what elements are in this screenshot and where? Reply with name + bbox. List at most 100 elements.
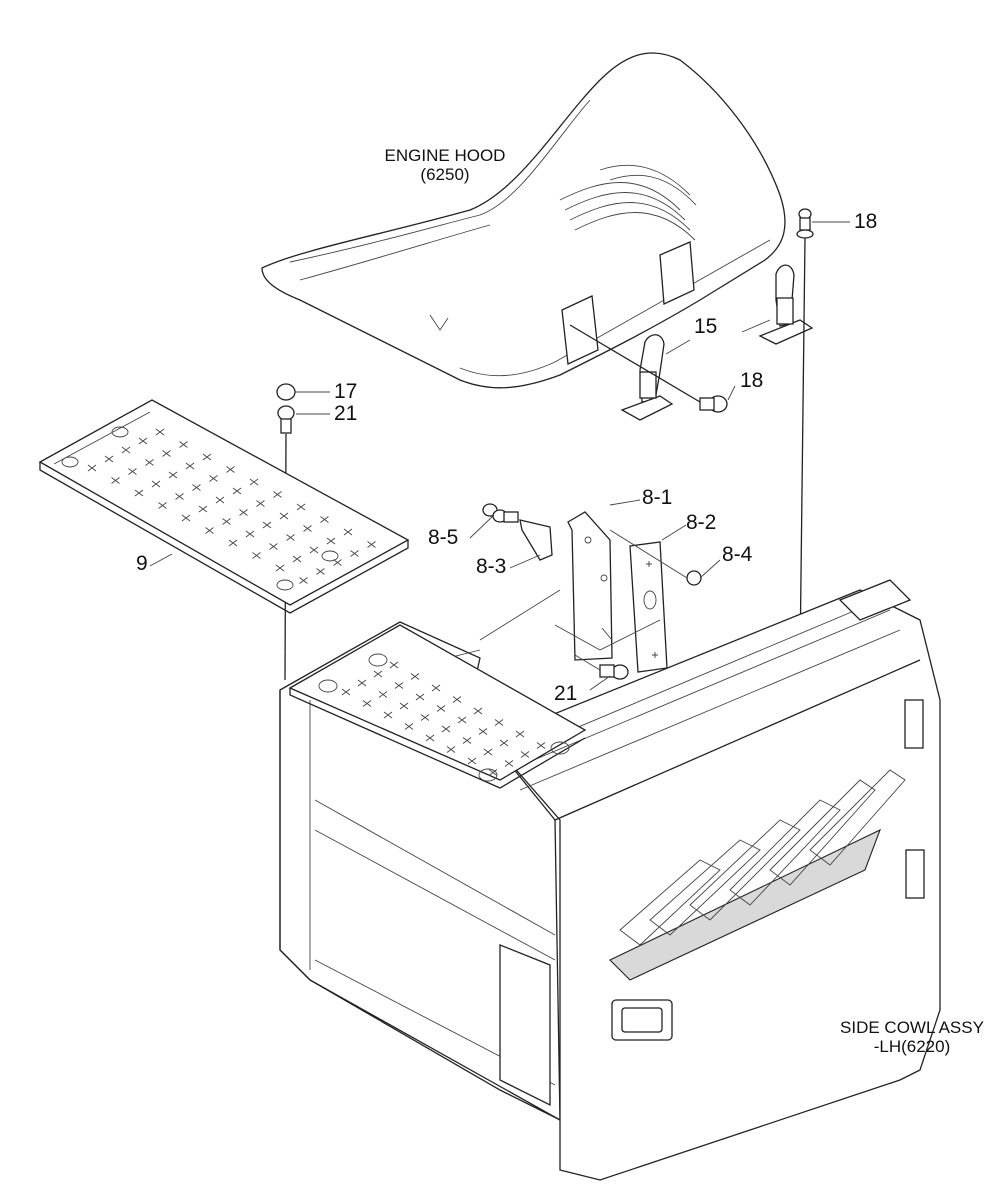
step-plate-hole [121,446,131,454]
step-plate-hole [367,541,376,548]
callout-8-4: 8-4 [722,543,753,566]
bolt-18-right [796,208,814,661]
callout-8-3: 8-3 [476,555,507,578]
engine-hood-code: (6250) [420,165,470,184]
cowl-step-hole [457,716,467,724]
cowl-step-hole [341,688,351,696]
step-plate-hole [326,537,336,545]
cowl-step-hole [473,707,483,715]
cowl-step-hole [389,661,399,669]
engine-hood-title: ENGINE HOOD [384,146,506,165]
step-plate-hole [87,464,97,472]
cowl-step-hole [431,684,441,692]
step-plate-hole [138,437,148,445]
step-plate-hole [181,514,191,522]
plate-8-2 [629,541,668,673]
step-plate-hole [279,512,289,520]
step-plate-hole [262,521,272,529]
bolt-21-bottom [574,654,629,680]
step-plate-hole [226,466,235,473]
side-cowl-title: SIDE COWL ASSY [840,1018,984,1037]
step-plate-hole [128,468,137,475]
step-plate-hole [104,455,114,463]
step-plate-hole [158,502,167,509]
engine-hood-caption: ENGINE HOOD (6250) [360,146,530,184]
callout-17: 17 [334,380,358,403]
step-plate-hole [202,453,212,461]
callout-15: 15 [694,315,718,338]
cowl-step-hole [515,730,525,738]
cowl-step-hole [415,693,425,701]
step-plate-hole [145,459,154,466]
cowl-step-hole [478,728,488,735]
step-plate-hole [292,555,302,563]
cowl-step-hole [378,691,388,698]
step-plate-hole [222,518,231,525]
callout-21-top: 21 [334,402,358,425]
callout-8-2: 8-2 [686,511,717,534]
cowl-step-hole [436,705,446,712]
bolt-8-5 [482,503,519,523]
step-plate-hole [296,503,306,511]
step-plate-hole [275,564,285,572]
cowl-step-hole [399,702,409,710]
step-plate-hole [215,496,225,504]
callout-18-right: 18 [854,210,878,233]
cowl-step-hole [404,723,414,730]
cowl-step-hole [499,739,509,747]
step-plate [38,399,410,614]
step-plate-hole [239,509,248,516]
step-plate-hole [198,505,208,513]
cowl-step-hole [446,746,456,753]
step-plate-hole [192,484,201,491]
callout-9: 9 [136,552,148,575]
cowl-step-hole [441,725,451,733]
step-plate-hole [111,477,120,484]
step-plate-hole [343,528,353,536]
step-plate-hole [245,530,255,538]
step-plate-hole [252,552,261,559]
step-plate-hole [134,489,144,497]
step-plate-hole [303,525,312,532]
clip-8-3 [519,519,553,561]
bolt-18-mid [569,324,728,413]
step-plate-hole [168,471,178,479]
step-plate-hole [205,527,214,534]
step-plate-hole [309,546,319,554]
cowl-step-hole [462,737,472,744]
step-plate-hole [269,543,278,550]
step-plate-hole [320,516,329,523]
latch-right [758,264,814,345]
cowl-step-hole [536,742,546,749]
step-plate-hole [151,480,161,488]
step-plate-hole [232,487,242,495]
step-plate-hole [299,577,308,584]
bracket-8-1 [567,511,613,661]
cowl-step-hole [483,748,493,756]
engine-hood [261,52,786,389]
step-plate-hole [333,559,342,566]
callout-8-1: 8-1 [642,486,673,509]
step-plate-hole [273,491,282,498]
cowl-step-hole [357,679,367,687]
cowl-step-hole [520,751,530,758]
cowl-step-hole [488,769,498,776]
step-plate-hole [175,493,184,500]
cowl-step-hole [383,711,393,719]
cowl-step-hole [410,673,420,680]
step-plate-hole [179,441,188,448]
cowl-step-hole [362,700,372,707]
step-plate-hole [350,550,359,557]
step-plate-hole [228,539,238,547]
cowl-step-hole [373,670,383,678]
cowl-step-hole [420,714,430,721]
nut-17 [276,383,296,401]
step-plate-hole [209,475,218,482]
step-plate-hole [249,478,259,486]
step-plate-hole [256,500,265,507]
side-cowl-caption: SIDE COWL ASSY -LH(6220) [822,1018,1002,1056]
step-plate-hole [162,450,171,457]
side-cowl [279,579,941,1181]
callout-18-mid: 18 [740,369,764,392]
step-plate-hole [316,568,325,575]
